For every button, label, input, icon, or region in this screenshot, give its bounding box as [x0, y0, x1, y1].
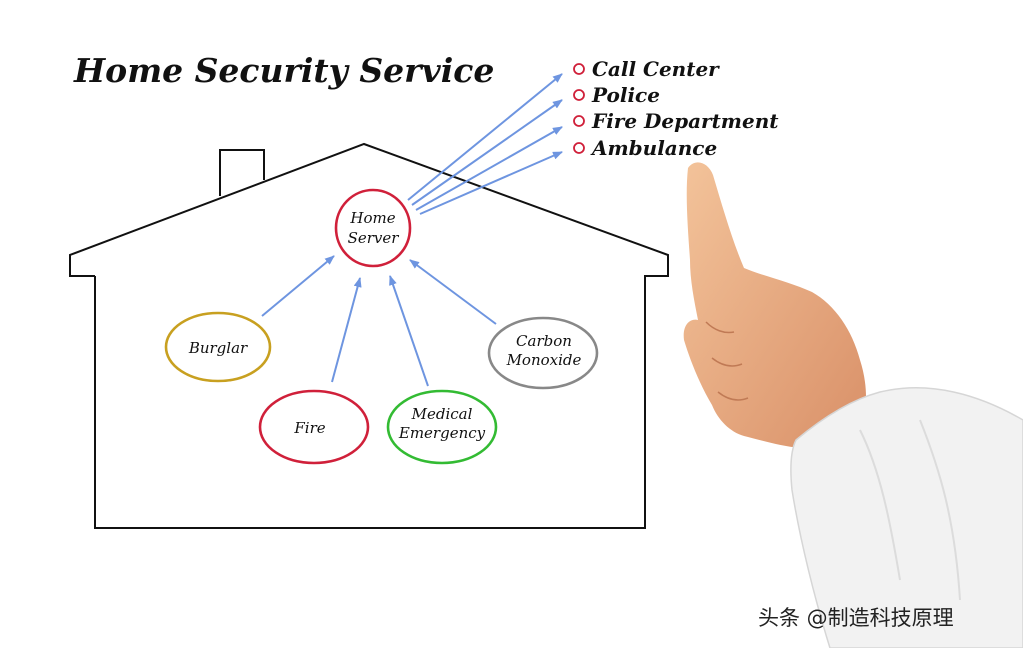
arrow-server-to-ambulance	[419, 151, 563, 215]
service-item-police: Police	[573, 83, 660, 107]
service-call-center-label: Call Center	[592, 57, 720, 81]
node-medical-emergency-line-2: Emergency	[398, 424, 486, 442]
node-burglar-circle	[164, 311, 272, 383]
hand-finger-shape	[683, 162, 866, 449]
arrow-carbon-to-server	[409, 259, 497, 325]
node-fire-circle	[258, 389, 370, 465]
arrow-server-to-fire-department	[415, 126, 563, 211]
shirt-sleeve-shape	[790, 387, 1023, 648]
node-home-server-circle	[334, 188, 412, 268]
arrow-medical-to-server	[389, 275, 429, 387]
shirt-fold-lines	[859, 419, 961, 601]
watermark-text: 头条 @制造科技原理	[758, 606, 954, 630]
bullet-icon	[573, 142, 585, 154]
hand-knuckle-lines	[705, 321, 749, 401]
node-burglar-label: Burglar	[188, 339, 248, 357]
arrow-server-to-police	[411, 99, 563, 206]
node-carbon-monoxide-line-1: Carbon	[516, 332, 572, 350]
bullet-icon	[573, 63, 585, 75]
node-carbon-monoxide-circle	[487, 316, 599, 390]
service-police-label: Police	[591, 83, 660, 107]
service-ambulance-label: Ambulance	[590, 136, 717, 160]
service-item-ambulance: Ambulance	[573, 136, 717, 160]
house-outline	[69, 142, 669, 529]
arrow-fire-to-server	[331, 277, 362, 383]
service-fire-department-label: Fire Department	[591, 109, 779, 133]
node-home-server-line-2: Server	[348, 229, 400, 247]
node-medical-emergency: Medical Emergency	[386, 389, 498, 465]
node-carbon-monoxide: Carbon Monoxide	[487, 316, 599, 390]
node-home-server-line-1: Home	[349, 209, 395, 227]
node-fire: Fire	[258, 389, 370, 465]
diagram-title: Home Security Service	[73, 51, 494, 90]
arrow-burglar-to-server	[261, 255, 335, 317]
node-home-server: Home Server	[334, 188, 412, 268]
bullet-icon	[573, 115, 585, 127]
node-medical-emergency-circle	[386, 389, 498, 465]
pointing-hand-image	[683, 162, 1023, 648]
node-medical-emergency-line-1: Medical	[411, 405, 473, 423]
node-burglar: Burglar	[164, 311, 272, 383]
service-item-call-center: Call Center	[573, 57, 720, 81]
node-carbon-monoxide-line-2: Monoxide	[506, 351, 582, 369]
arrows-group	[261, 73, 563, 387]
bullet-icon	[573, 89, 585, 101]
arrow-server-to-call-center	[407, 73, 563, 201]
node-fire-label: Fire	[293, 419, 325, 437]
service-item-fire-department: Fire Department	[573, 109, 779, 133]
services-list: Call Center Police Fire Department Ambul…	[573, 57, 779, 160]
